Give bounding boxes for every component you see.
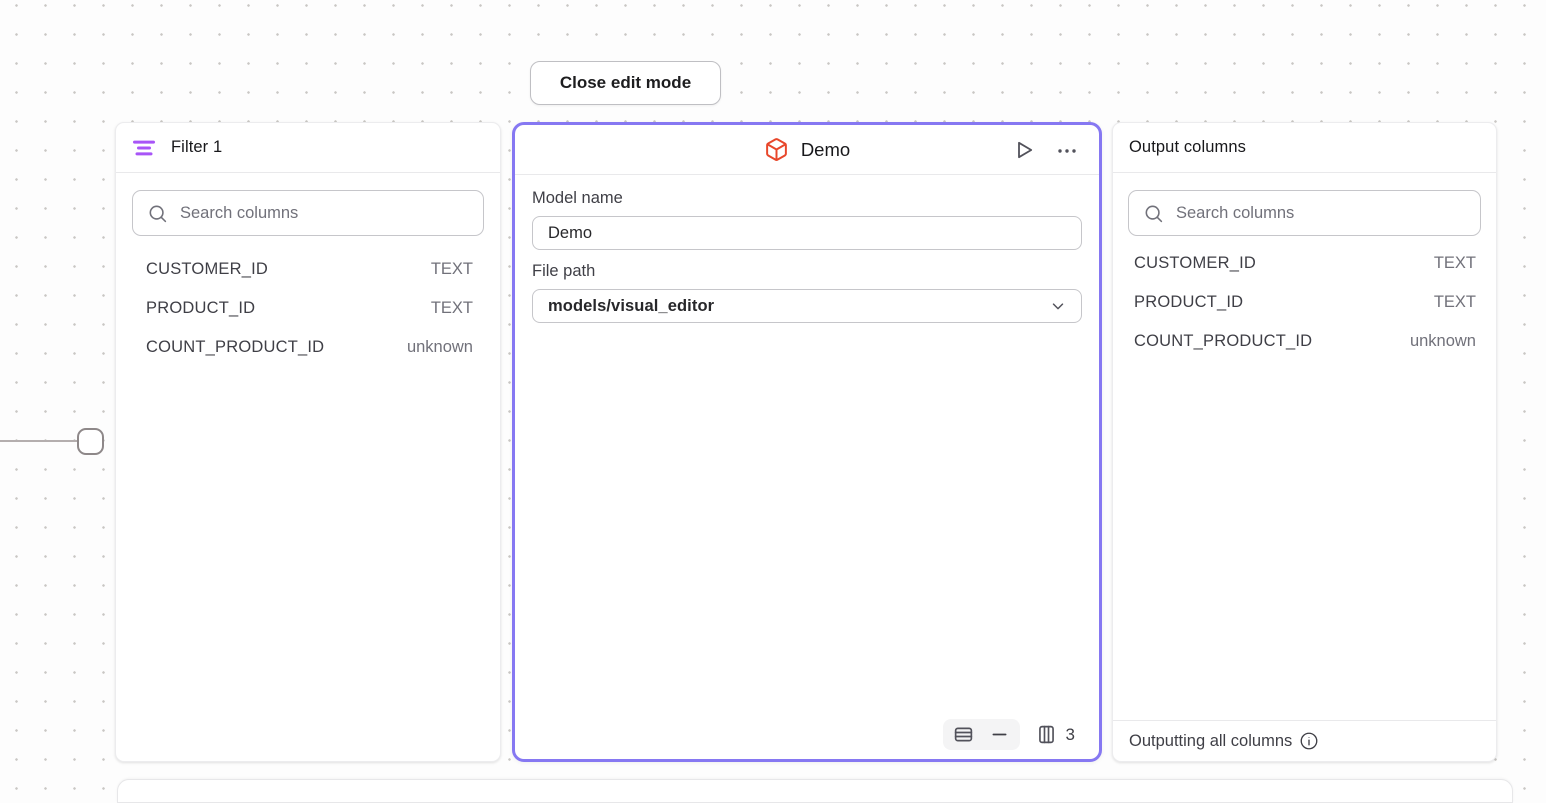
model-panel-title: Demo — [800, 138, 851, 160]
edge-connector-handle[interactable] — [77, 428, 104, 455]
column-name: PRODUCT_ID — [146, 299, 256, 317]
filter-node-panel: Filter 1 CUSTOMER_ID TEXT PRODUCT_ID TEX… — [115, 122, 501, 762]
filter-search-box — [132, 190, 484, 236]
file-path-select[interactable]: models/visual_editor — [532, 289, 1082, 323]
output-column-list: CUSTOMER_ID TEXT PRODUCT_ID TEXT COUNT_P… — [1113, 244, 1496, 361]
edge-connector-line — [0, 440, 78, 442]
filter-panel-title: Filter 1 — [171, 138, 223, 156]
output-footer-text: Outputting all columns — [1129, 731, 1293, 750]
output-search-box — [1128, 190, 1481, 236]
output-panel-title: Output columns — [1129, 138, 1246, 156]
row-view-toggle[interactable] — [942, 719, 1020, 750]
model-panel-header: Demo — [515, 125, 1099, 175]
column-row[interactable]: CUSTOMER_ID TEXT — [1113, 244, 1496, 283]
column-row[interactable]: CUSTOMER_ID TEXT — [116, 250, 500, 289]
column-count-badge: 3 — [1065, 724, 1075, 744]
column-name: PRODUCT_ID — [1134, 293, 1244, 311]
output-panel-header: Output columns — [1113, 123, 1496, 173]
column-row[interactable]: PRODUCT_ID TEXT — [116, 289, 500, 328]
column-row[interactable]: COUNT_PRODUCT_ID unknown — [1113, 322, 1496, 361]
model-name-input[interactable] — [532, 216, 1082, 250]
column-type: TEXT — [430, 260, 473, 278]
cube-icon — [764, 137, 789, 162]
model-name-label: Model name — [532, 189, 623, 207]
filter-search-input[interactable] — [180, 203, 469, 223]
column-type: unknown — [406, 338, 473, 356]
column-type: unknown — [1409, 332, 1476, 350]
column-type: TEXT — [1433, 254, 1476, 272]
output-search-input[interactable] — [1176, 203, 1466, 223]
output-panel-footer: Outputting all columns — [1113, 720, 1496, 761]
column-name: COUNT_PRODUCT_ID — [146, 338, 325, 356]
filter-panel-header: Filter 1 — [116, 123, 500, 173]
table-columns-icon[interactable] — [1036, 724, 1057, 745]
search-icon — [1143, 203, 1164, 224]
file-path-value: models/visual_editor — [548, 296, 715, 315]
search-icon — [147, 203, 168, 224]
close-edit-mode-button[interactable]: Close edit mode — [530, 61, 721, 105]
bottom-node-panel — [117, 779, 1513, 803]
filter-lines-icon — [132, 136, 156, 160]
info-icon[interactable] — [1299, 731, 1319, 751]
column-row[interactable]: PRODUCT_ID TEXT — [1113, 283, 1496, 322]
model-node-panel: Demo Model name File path — [512, 122, 1102, 762]
output-columns-panel: Output columns CUSTOMER_ID TEXT PRODUCT_… — [1112, 122, 1497, 762]
column-type: TEXT — [430, 299, 473, 317]
filter-column-list: CUSTOMER_ID TEXT PRODUCT_ID TEXT COUNT_P… — [116, 250, 500, 367]
run-model-button[interactable] — [1010, 136, 1038, 164]
column-type: TEXT — [1433, 293, 1476, 311]
chevron-down-icon — [1049, 297, 1067, 315]
model-panel-footer: 3 — [942, 719, 1075, 750]
more-options-button[interactable] — [1053, 136, 1081, 164]
play-icon — [1012, 138, 1036, 162]
minus-icon[interactable] — [989, 724, 1010, 745]
column-name: CUSTOMER_ID — [1134, 254, 1256, 272]
column-row[interactable]: COUNT_PRODUCT_ID unknown — [116, 328, 500, 367]
table-rows-icon — [953, 724, 974, 745]
file-path-label: File path — [532, 262, 596, 280]
column-name: CUSTOMER_ID — [146, 260, 268, 278]
ellipsis-icon — [1055, 138, 1079, 162]
column-name: COUNT_PRODUCT_ID — [1134, 332, 1313, 350]
